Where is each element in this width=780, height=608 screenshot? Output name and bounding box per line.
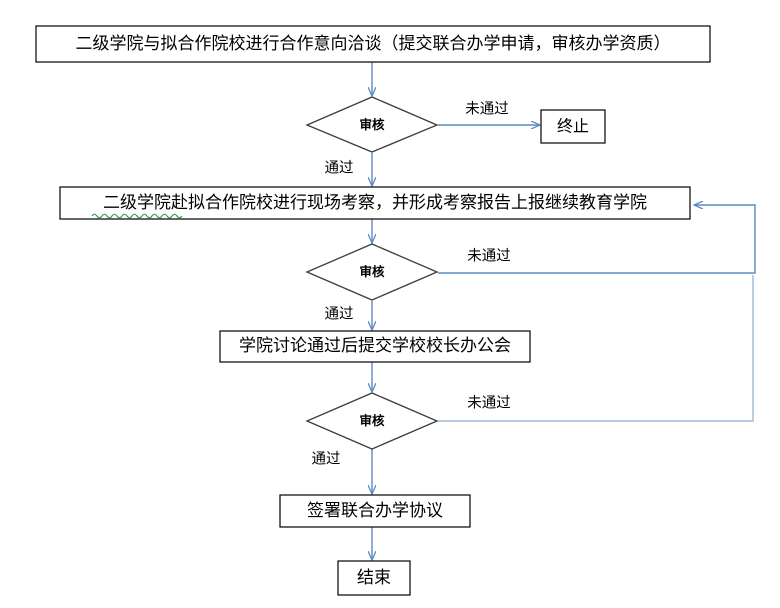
edge-label-review1-fail: 未通过 — [465, 100, 509, 117]
edge-review3-fail-loopback — [438, 275, 754, 422]
node-review-2-label: 审核 — [359, 264, 385, 279]
edge-label-review3-fail: 未通过 — [467, 394, 511, 411]
edge-review2-fail-loopback — [438, 205, 756, 274]
spellcheck-squiggle-icon — [91, 213, 183, 219]
node-review-3-label: 审核 — [359, 413, 385, 428]
node-end-label: 结束 — [357, 568, 391, 587]
node-review-3[interactable]: 审核 — [305, 392, 439, 450]
edge-label-review2-pass: 通过 — [325, 305, 354, 322]
node-review-1[interactable]: 审核 — [305, 96, 439, 153]
node-terminate-label: 终止 — [557, 118, 589, 136]
edge-label-review2-fail: 未通过 — [467, 247, 511, 264]
node-start-process-label: 二级学院与拟合作院校进行合作意向洽谈（提交联合办学申请，审核办学资质） — [76, 34, 671, 53]
node-start-process[interactable]: 二级学院与拟合作院校进行合作意向洽谈（提交联合办学申请，审核办学资质） — [35, 25, 711, 63]
node-terminate[interactable]: 终止 — [540, 109, 606, 144]
node-site-visit[interactable]: 二级学院赴拟合作院校进行现场考察，并形成考察报告上报继续教育学院 — [59, 186, 691, 220]
edge-label-review3-pass: 通过 — [312, 450, 341, 467]
node-site-visit-label: 二级学院赴拟合作院校进行现场考察，并形成考察报告上报继续教育学院 — [103, 193, 647, 212]
node-review-2[interactable]: 审核 — [305, 243, 439, 301]
node-president-meeting[interactable]: 学院讨论通过后提交学校校长办公会 — [219, 330, 531, 363]
node-president-meeting-label: 学院讨论通过后提交学校校长办公会 — [239, 336, 511, 355]
node-sign-agreement[interactable]: 签署联合办学协议 — [279, 494, 471, 528]
node-review-1-label: 审核 — [359, 117, 385, 132]
node-sign-agreement-label: 签署联合办学协议 — [307, 501, 443, 520]
node-end[interactable]: 结束 — [337, 560, 411, 596]
edge-label-review1-pass: 通过 — [325, 159, 354, 176]
